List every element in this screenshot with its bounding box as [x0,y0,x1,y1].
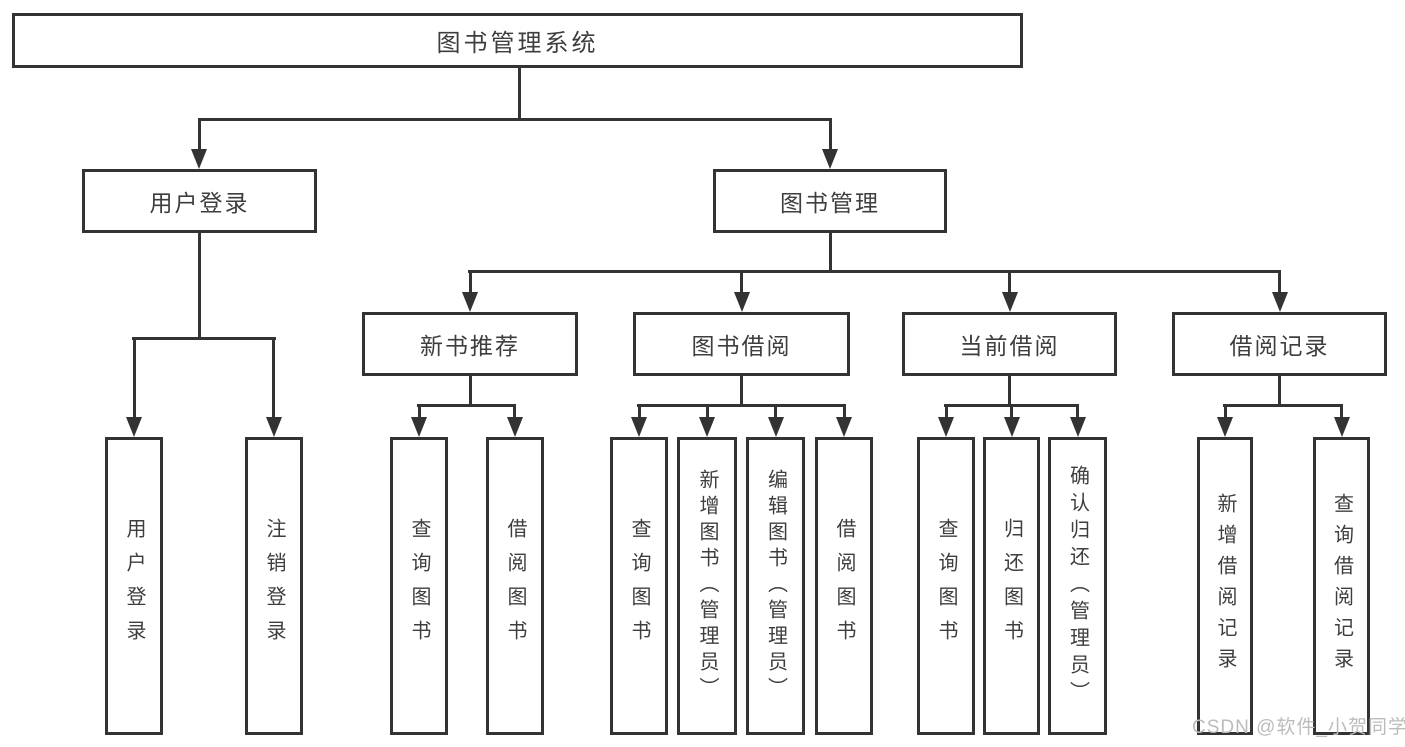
connector-current-borrow-stem [1008,270,1011,294]
connector-book-management-arrow-stem [829,118,832,151]
arrow-into-borrow-books-recommend [507,417,523,437]
connector-level2-hline [198,118,832,121]
connector-book-borrow-stem [740,270,743,294]
arrow-into-confirm-return-admin [1070,417,1086,437]
node-book-management: 图书管理 [713,169,947,233]
node-user-login-label: 用户登录 [149,190,250,216]
leaf-query-books-current-label: 查询图书 [935,518,957,654]
leaf-add-book-admin: 新增图书（管理员） [677,437,737,735]
arrow-into-query-borrow-record [1334,417,1350,437]
connector-group2-down [469,376,472,407]
connector-group2-hline [417,404,516,407]
arrow-into-leaf-user-login [126,417,142,437]
node-borrow-records: 借阅记录 [1172,312,1387,376]
connector-new-book-recommend-stem [469,270,472,294]
leaf-edit-book-admin: 编辑图书（管理员） [746,437,805,735]
node-user-login: 用户登录 [82,169,317,233]
leaf-add-borrow-record-label: 新增借阅记录 [1214,493,1236,679]
leaf-user-login: 用户登录 [105,437,163,735]
connector-group5-leaf2-stem [1340,404,1343,419]
arrow-into-add-book-admin [699,417,715,437]
arrow-into-query-books-recommend [411,417,427,437]
connector-group3-hline [637,404,846,407]
connector-leaf-user-login-stem [133,337,136,419]
connector-book-management-down [829,233,832,272]
connector-level3-hline [468,270,1281,273]
leaf-user-login-label: 用户登录 [123,518,145,654]
connector-group1-hline [132,337,276,340]
connector-group4-leaf1-stem [945,404,948,419]
leaf-borrow-books-borrow: 借阅图书 [815,437,873,735]
node-borrow-records-label: 借阅记录 [1229,333,1330,359]
leaf-query-books-recommend-label: 查询图书 [408,518,430,654]
arrow-into-current-borrow [1002,292,1018,312]
connector-group3-leaf2-stem [706,404,709,419]
connector-borrow-records-stem [1278,270,1281,294]
node-current-borrow-label: 当前借阅 [959,333,1060,359]
arrow-into-book-borrow [734,292,750,312]
leaf-query-books-recommend: 查询图书 [390,437,448,735]
arrow-into-query-books-borrow [631,417,647,437]
arrow-into-borrow-books-borrow [836,417,852,437]
connector-group5-leaf1-stem [1224,404,1227,419]
connector-group4-leaf3-stem [1076,404,1079,419]
leaf-return-books-label: 归还图书 [1000,518,1023,654]
leaf-borrow-books-recommend-label: 借阅图书 [504,518,526,654]
leaf-query-borrow-record: 查询借阅记录 [1313,437,1370,735]
leaf-logout-label: 注销登录 [263,518,285,654]
node-new-book-recommend: 新书推荐 [362,312,578,376]
connector-group5-hline [1223,404,1343,407]
csdn-watermark: CSDN @软件_小贺同学 [1192,717,1405,738]
node-new-book-recommend-label: 新书推荐 [420,333,520,359]
connector-root-stem [518,68,521,120]
leaf-query-books-borrow-label: 查询图书 [628,518,650,654]
connector-leaf-logout-stem [272,337,275,419]
connector-group3-leaf3-stem [774,404,777,419]
arrow-into-new-book-recommend [462,292,478,312]
leaf-return-books: 归还图书 [983,437,1040,735]
arrow-into-add-borrow-record [1217,417,1233,437]
connector-user-login-arrow-stem [198,118,201,151]
leaf-query-borrow-record-label: 查询借阅记录 [1330,493,1353,679]
connector-group3-leaf1-stem [638,404,641,419]
arrow-into-edit-book-admin [768,417,784,437]
leaf-logout: 注销登录 [245,437,303,735]
node-book-management-label: 图书管理 [780,190,880,216]
leaf-add-borrow-record: 新增借阅记录 [1197,437,1253,735]
node-book-borrow-label: 图书借阅 [691,333,792,359]
leaf-confirm-return-admin-label: 确认归还（管理员） [1066,464,1089,708]
arrow-into-user-login [191,149,207,169]
arrow-into-return-books [1004,417,1020,437]
connector-group2-leaf2-stem [513,404,516,419]
connector-group3-down [740,376,743,407]
node-root-label: 图书管理系统 [436,30,599,57]
arrow-into-book-management [822,149,838,169]
leaf-add-book-admin-label: 新增图书（管理员） [696,469,718,703]
arrow-into-leaf-logout [266,417,282,437]
leaf-borrow-books-borrow-label: 借阅图书 [833,518,855,654]
node-root: 图书管理系统 [12,13,1023,68]
connector-group2-leaf1-stem [418,404,421,419]
arrow-into-query-books-current [938,417,954,437]
leaf-edit-book-admin-label: 编辑图书（管理员） [764,469,787,703]
leaf-confirm-return-admin: 确认归还（管理员） [1048,437,1107,735]
connector-user-login-down [198,233,201,339]
leaf-query-books-borrow: 查询图书 [610,437,668,735]
connector-group4-down [1008,376,1011,407]
connector-group5-down [1278,376,1281,407]
connector-group3-leaf4-stem [843,404,846,419]
node-current-borrow: 当前借阅 [902,312,1117,376]
connector-group4-leaf2-stem [1010,404,1013,419]
arrow-into-borrow-records [1272,292,1288,312]
leaf-borrow-books-recommend: 借阅图书 [486,437,544,735]
leaf-query-books-current: 查询图书 [917,437,975,735]
node-book-borrow: 图书借阅 [633,312,850,376]
